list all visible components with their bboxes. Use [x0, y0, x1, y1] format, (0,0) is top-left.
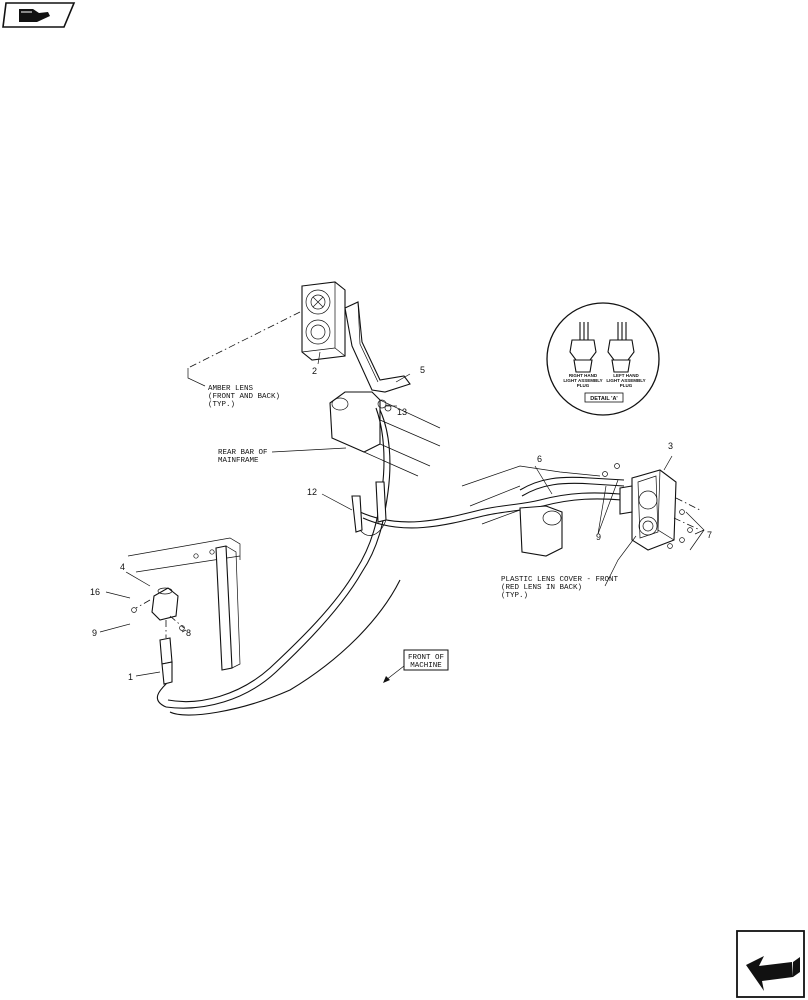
front-of-machine-line-2: MACHINE: [410, 662, 442, 670]
rear-bar-line-2: MAINFRAME: [218, 457, 259, 465]
callout-12: 12: [307, 487, 317, 497]
plastic-lens-label: PLASTIC LENS COVER - FRONT (RED LENS IN …: [501, 576, 619, 600]
callout-7: 7: [707, 530, 712, 540]
callout-6: 6: [537, 454, 542, 464]
callout-4: 4: [120, 562, 125, 572]
callout-2: 2: [312, 366, 317, 376]
callout-9-left: 9: [92, 628, 97, 638]
amber-lens-line-1: AMBER LENS: [208, 385, 254, 393]
amber-lens-line-3: (TYP.): [208, 401, 235, 409]
amber-lens-line-2: (FRONT AND BACK): [208, 393, 280, 401]
clamp-12: [351, 481, 387, 536]
front-of-machine-line-1: FRONT OF: [408, 654, 444, 662]
front-of-machine-box: FRONT OF MACHINE: [383, 649, 449, 683]
callout-5: 5: [420, 365, 425, 375]
plastic-lens-line-3: (TYP.): [501, 592, 528, 600]
callout-16: 16: [90, 587, 100, 597]
right-plug-line-1: RIGHT HAND: [569, 373, 598, 378]
connector-16: [131, 587, 185, 631]
right-light-assembly: [619, 469, 701, 551]
right-plug-line-2: LIGHT ASSEMBLY: [563, 378, 602, 383]
wire-harness: [156, 407, 623, 716]
callout-9-right: 9: [596, 532, 601, 542]
leader-lines: [99, 311, 705, 677]
detail-a: RIGHT HAND LIGHT ASSEMBLY PLUG LEFT HAND…: [546, 302, 660, 416]
rear-bar-label: REAR BAR OF MAINFRAME: [218, 449, 268, 465]
plastic-lens-line-1: PLASTIC LENS COVER - FRONT: [501, 576, 619, 584]
rear-bar-block: [329, 391, 441, 477]
rear-bar-line-1: REAR BAR OF: [218, 449, 268, 457]
left-plug-line-3: PLUG: [620, 383, 633, 388]
book-hand-icon[interactable]: [2, 2, 76, 28]
plug-1: [159, 620, 173, 685]
left-light-assembly: [301, 281, 411, 393]
amber-lens-label: AMBER LENS (FRONT AND BACK) (TYP.): [208, 385, 280, 409]
left-plug-line-1: LEFT HAND: [613, 373, 639, 378]
right-plug-line-3: PLUG: [577, 383, 590, 388]
detail-title: DETAIL 'A': [590, 396, 618, 402]
plastic-lens-line-2: (RED LENS IN BACK): [501, 584, 582, 592]
callout-8: 8: [186, 628, 191, 638]
callout-13: 13: [397, 407, 407, 417]
callout-3: 3: [668, 441, 673, 451]
left-frame: [127, 537, 241, 671]
right-bar: [461, 463, 625, 557]
next-page-arrow-icon[interactable]: [736, 930, 805, 998]
left-plug-line-2: LIGHT ASSEMBLY: [606, 378, 645, 383]
callout-1: 1: [128, 672, 133, 682]
